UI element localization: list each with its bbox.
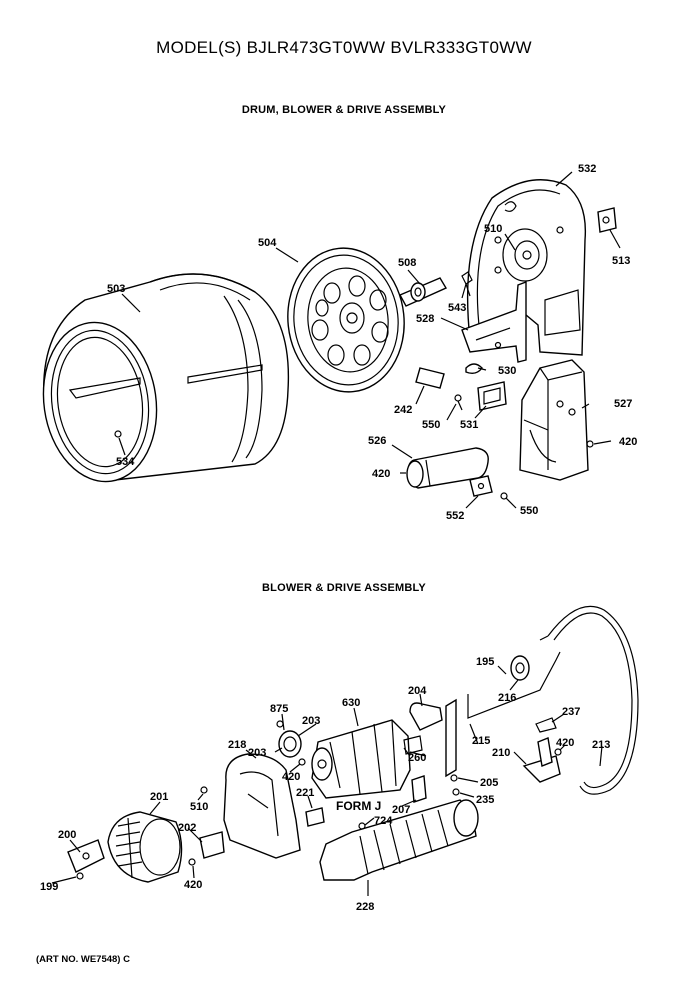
label-550: 550 <box>422 419 440 431</box>
switch-531-part <box>477 381 507 411</box>
clip-530-part <box>465 363 483 375</box>
label-420: 420 <box>619 436 637 448</box>
drum-part <box>42 273 290 483</box>
label-204: 204 <box>408 685 427 697</box>
label-216: 216 <box>498 692 516 704</box>
label-532: 532 <box>578 163 596 175</box>
idler-arm-215-part <box>467 651 561 719</box>
section-title-blower: BLOWER & DRIVE ASSEMBLY <box>262 582 426 594</box>
label-552: 552 <box>446 510 464 522</box>
label-221: 221 <box>296 787 314 799</box>
motor-bracket-528-part <box>461 280 527 363</box>
label-510: 510 <box>484 223 502 235</box>
label-504: 504 <box>258 237 277 249</box>
label-420: 420 <box>184 879 202 891</box>
part-207 <box>411 775 427 803</box>
screw-420e-part <box>188 858 196 866</box>
bracket-513-part <box>597 207 617 233</box>
label-203: 203 <box>302 715 320 727</box>
label-527: 527 <box>614 398 632 410</box>
label-202: 202 <box>178 822 196 834</box>
drive-belt-213-part <box>539 605 639 795</box>
label-218: 218 <box>228 739 246 751</box>
label-510: 510 <box>190 801 208 813</box>
leader-lines-top <box>118 171 621 509</box>
duct-527-part <box>519 359 589 481</box>
idler-pulley-216-part <box>510 655 530 681</box>
label-531: 531 <box>460 419 478 431</box>
exhaust-duct-228-part <box>319 799 479 881</box>
label-207: 207 <box>392 804 410 816</box>
part-205 <box>450 774 458 782</box>
label-420: 420 <box>372 468 390 480</box>
screw-550a-part <box>454 394 463 411</box>
label-526: 526 <box>368 435 386 447</box>
capacitor-526-part <box>406 447 489 489</box>
label-528: 528 <box>416 313 434 325</box>
drum-rear-head-part <box>287 247 405 393</box>
plate-242-part <box>415 367 445 389</box>
label-205: 205 <box>480 777 498 789</box>
screw-420c-part <box>298 758 306 766</box>
screw-543-part <box>461 271 473 297</box>
blower-housing-part <box>466 179 587 356</box>
label-503: 503 <box>107 283 125 295</box>
section-title-drum: DRUM, BLOWER & DRIVE ASSEMBLY <box>241 104 447 116</box>
screw-199-part <box>76 872 84 880</box>
terminal-552-part <box>469 475 493 497</box>
clamp-203a-part <box>278 730 302 758</box>
label-513: 513 <box>612 255 630 267</box>
screw-420d-part <box>554 748 562 756</box>
part-875 <box>276 720 284 728</box>
label-237: 237 <box>562 706 580 718</box>
label-215: 215 <box>472 735 490 747</box>
part-235 <box>452 788 460 796</box>
spring-237-part <box>535 717 557 733</box>
label-210: 210 <box>492 747 510 759</box>
form-j-callout: FORM J <box>336 799 381 813</box>
bracket-200-part <box>67 839 105 873</box>
label-213: 213 <box>592 739 610 751</box>
label-199: 199 <box>40 881 58 893</box>
leader-lines-bottom <box>51 665 603 896</box>
screw-550b-part <box>500 492 508 500</box>
model-title: MODEL(S) BJLR473GT0WW BVLR333GT0WW <box>156 38 532 57</box>
label-875: 875 <box>270 703 288 715</box>
screw-420a-part <box>586 440 594 448</box>
screw-510b-part <box>200 786 208 794</box>
label-235: 235 <box>476 794 494 806</box>
label-630: 630 <box>342 697 360 709</box>
screw-534-part <box>114 430 122 438</box>
bearing-508-part <box>399 277 448 307</box>
blower-wheel-201-part <box>107 811 183 883</box>
label-242: 242 <box>394 404 412 416</box>
label-203: 203 <box>248 747 266 759</box>
motor-bracket-204-part <box>409 698 457 778</box>
label-201: 201 <box>150 791 168 803</box>
clip-221-part <box>305 807 325 827</box>
label-508: 508 <box>398 257 416 269</box>
label-550: 550 <box>520 505 538 517</box>
label-420: 420 <box>282 771 300 783</box>
label-530: 530 <box>498 365 516 377</box>
label-195: 195 <box>476 656 494 668</box>
label-200: 200 <box>58 829 76 841</box>
screw-724-part <box>358 822 366 830</box>
idler-bracket-210-part <box>522 737 561 783</box>
blower-housing-218-part <box>223 753 301 859</box>
label-228: 228 <box>356 901 374 913</box>
label-543: 543 <box>448 302 466 314</box>
label-260: 260 <box>408 752 426 764</box>
label-420: 420 <box>556 737 574 749</box>
label-534: 534 <box>116 456 135 468</box>
clamp-202-part <box>199 831 225 859</box>
art-number: (ART NO. WE7548) C <box>36 954 130 965</box>
label-724: 724 <box>374 815 393 827</box>
